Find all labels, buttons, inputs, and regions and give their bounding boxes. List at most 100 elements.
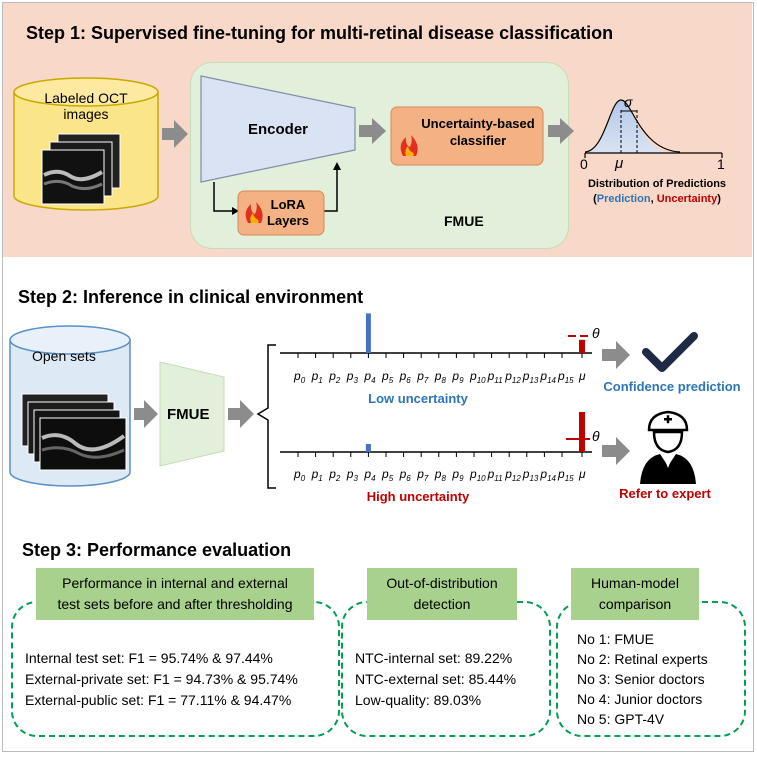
plot-x-max: 1 (717, 156, 725, 172)
high-tick-label: p7 (416, 467, 429, 483)
low-mu-label: μ (578, 369, 586, 383)
high-tick-label: p12 (504, 467, 521, 483)
human-model-line-4: No 4: Junior doctors (577, 691, 703, 707)
high-mu-label: μ (578, 467, 586, 481)
step3-title: Step 3: Performance evaluation (22, 540, 292, 560)
performance-line-1: Internal test set: F1 = 95.74% & 97.44% (25, 650, 273, 666)
high-tick-label: p0 (293, 467, 306, 483)
legend-prediction: Prediction (596, 193, 651, 205)
ood-box (341, 601, 551, 737)
refer-to-expert-label: Refer to expert (619, 486, 711, 501)
high-tick-label: p14 (539, 467, 556, 483)
legend-open-paren: ( (593, 193, 597, 205)
fire-icon (400, 135, 418, 156)
theta-low: θ (592, 325, 600, 341)
human-model-header-line2: comparison (598, 596, 672, 612)
arrow-to-confidence (602, 341, 630, 369)
low-tick-label: p12 (504, 369, 521, 385)
lora-box (237, 190, 325, 236)
arrow-oct-to-encoder (162, 120, 188, 148)
legend-uncertainty: Uncertainty (656, 193, 718, 205)
distribution-plot (584, 99, 723, 158)
doctor-icon (640, 410, 696, 484)
arrow-open-sets-to-fmue (134, 400, 158, 428)
low-tick-label: p8 (434, 369, 447, 385)
ood-header-line1: Out-of-distribution (386, 575, 498, 591)
high-tick-label: p2 (328, 467, 341, 483)
theta-high: θ (592, 428, 600, 444)
step2-title: Step 2: Inference in clinical environmen… (18, 287, 364, 307)
performance-header (36, 568, 314, 620)
lora-connectors (213, 168, 338, 212)
high-tick-label: p11 (487, 467, 503, 483)
oct-label-line2: images (63, 106, 109, 122)
plot-caption: Distribution of Predictions (587, 178, 727, 190)
high-tick-label: p1 (311, 467, 323, 483)
high-tick-label: p8 (434, 467, 447, 483)
low-uncertainty-label: Low uncertainty (368, 391, 468, 406)
classifier-label-line1: Uncertainty-based (421, 116, 535, 131)
confidence-prediction-label: Confidence prediction (603, 379, 741, 394)
low-tick-label: p6 (399, 369, 412, 385)
low-uncertainty-bar (579, 339, 585, 353)
high-tick-label: p4 (363, 467, 376, 483)
legend-close-paren: ) (717, 193, 721, 205)
low-tick-label: p5 (381, 369, 394, 385)
ood-header-line2: detection (413, 596, 471, 612)
low-tick-label: p10 (469, 369, 486, 385)
fmue-block (159, 361, 225, 467)
fmue-label: FMUE (167, 406, 210, 423)
human-model-line-5: No 5: GPT-4V (577, 711, 665, 727)
low-tick-label: p0 (293, 369, 306, 385)
low-tick-label: p13 (522, 369, 539, 385)
high-tick-label: p10 (469, 467, 486, 483)
low-tick-label: p1 (311, 369, 323, 385)
high-tick-label: p5 (381, 467, 394, 483)
ood-header (367, 568, 517, 620)
open-sets-label: Open sets (32, 348, 96, 364)
bracket (256, 344, 276, 489)
high-tick-label: p13 (522, 467, 539, 483)
high-uncertainty-label: High uncertainty (366, 489, 470, 504)
low-tick-label: p9 (451, 369, 464, 385)
human-model-line-1: No 1: FMUE (577, 631, 655, 647)
high-tick-label: p3 (346, 467, 359, 483)
low-tick-label: p11 (487, 369, 503, 385)
low-tick-label: p15 (557, 369, 574, 385)
arrow-encoder-to-classifier (359, 118, 386, 144)
human-model-header-line1: Human-model (591, 575, 679, 591)
classifier-label-line2: classifier (449, 133, 507, 148)
open-sets-image-stack (21, 393, 127, 471)
low-tick-label: p2 (328, 369, 341, 385)
plot-mu: μ (615, 155, 624, 172)
human-model-header (571, 568, 699, 620)
low-tick-label: p4 (363, 369, 376, 385)
high-prediction-bar (365, 444, 371, 452)
checkmark-icon (642, 332, 698, 372)
performance-header-line2: test sets before and after thresholding (57, 596, 293, 612)
low-tick-label: p3 (346, 369, 359, 385)
plot-legend: (Prediction, Uncertainty) (572, 193, 742, 205)
high-uncertainty-bar (579, 412, 585, 452)
legend-comma: , (650, 193, 654, 205)
arrow-classifier-to-plot (548, 118, 574, 144)
ood-line-1: NTC-internal set: 89.22% (355, 650, 513, 666)
plot-x-min: 0 (580, 156, 588, 172)
low-tick-label: p7 (416, 369, 429, 385)
arrow-to-expert (602, 437, 630, 465)
ood-line-2: NTC-external set: 85.44% (355, 671, 517, 687)
ood-line-3: Low-quality: 89.03% (355, 692, 482, 708)
step1-title: Step 1: Supervised fine-tuning for multi… (26, 23, 614, 43)
lora-label-line1: LoRA (270, 197, 306, 212)
lora-label-line2: Layers (267, 213, 309, 228)
low-prediction-bar (365, 313, 371, 353)
encoder-block (200, 75, 356, 183)
fmue-panel-label: FMUE (444, 213, 484, 229)
high-tick-label: p9 (451, 467, 464, 483)
high-tick-label: p6 (399, 467, 412, 483)
high-tick-label: p15 (557, 467, 574, 483)
arrow-fmue-to-bracket (228, 400, 254, 428)
